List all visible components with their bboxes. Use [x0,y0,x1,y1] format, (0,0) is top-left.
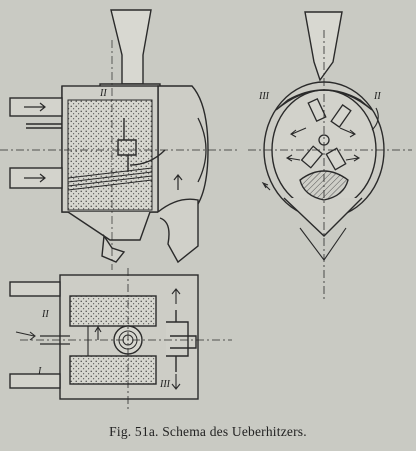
label-plan-ii: II [42,309,49,320]
side-chimney [110,9,152,85]
caption-fig-label: Fig. 51a. [109,424,159,439]
round-arrow-6 [261,181,271,191]
round-arrow-5 [371,107,379,131]
side-arrow-in1 [24,102,46,112]
round-lower-cone [283,197,363,237]
round-arrow-3 [285,154,301,162]
plan-arrow-up [171,288,181,304]
label-round-iii: III [259,91,269,102]
side-arrow-up [173,174,183,190]
round-chimney [304,11,343,82]
side-arrow-in2 [24,173,46,183]
round-fittings [300,97,352,171]
round-view [248,11,412,300]
plan-view [9,268,232,410]
label-plan-iii: III [160,379,170,390]
side-inner-tube [129,149,166,166]
plan-arrow-down [171,374,181,390]
side-tube-bank [67,99,153,211]
round-arrow-1 [290,127,307,138]
label-side-ii: II [100,88,107,99]
plan-left-pipe [40,335,70,345]
round-arrow-4 [345,154,361,162]
side-bottom-spout [101,233,126,263]
side-hopper [67,211,151,241]
plan-tube-bank-upper [69,295,157,327]
plan-left-inlet [9,281,61,297]
label-round-ii: II [374,91,381,102]
plan-tube-bank-lower [69,355,157,385]
side-grate [67,167,153,191]
side-elbow [157,198,199,264]
plan-arrow-in [15,331,36,341]
plan-arrow-mid [94,325,102,340]
side-view [0,9,240,270]
round-arrow-2 [339,127,356,138]
figure-caption: Fig. 51a. Schema des Ueberhitzers. [0,424,416,440]
label-plan-i: I [38,366,42,377]
round-upper-hatch [275,89,373,111]
side-dome [197,117,207,183]
plan-right-valve [166,310,197,372]
caption-title: Schema des Ueberhitzers. [162,424,307,439]
